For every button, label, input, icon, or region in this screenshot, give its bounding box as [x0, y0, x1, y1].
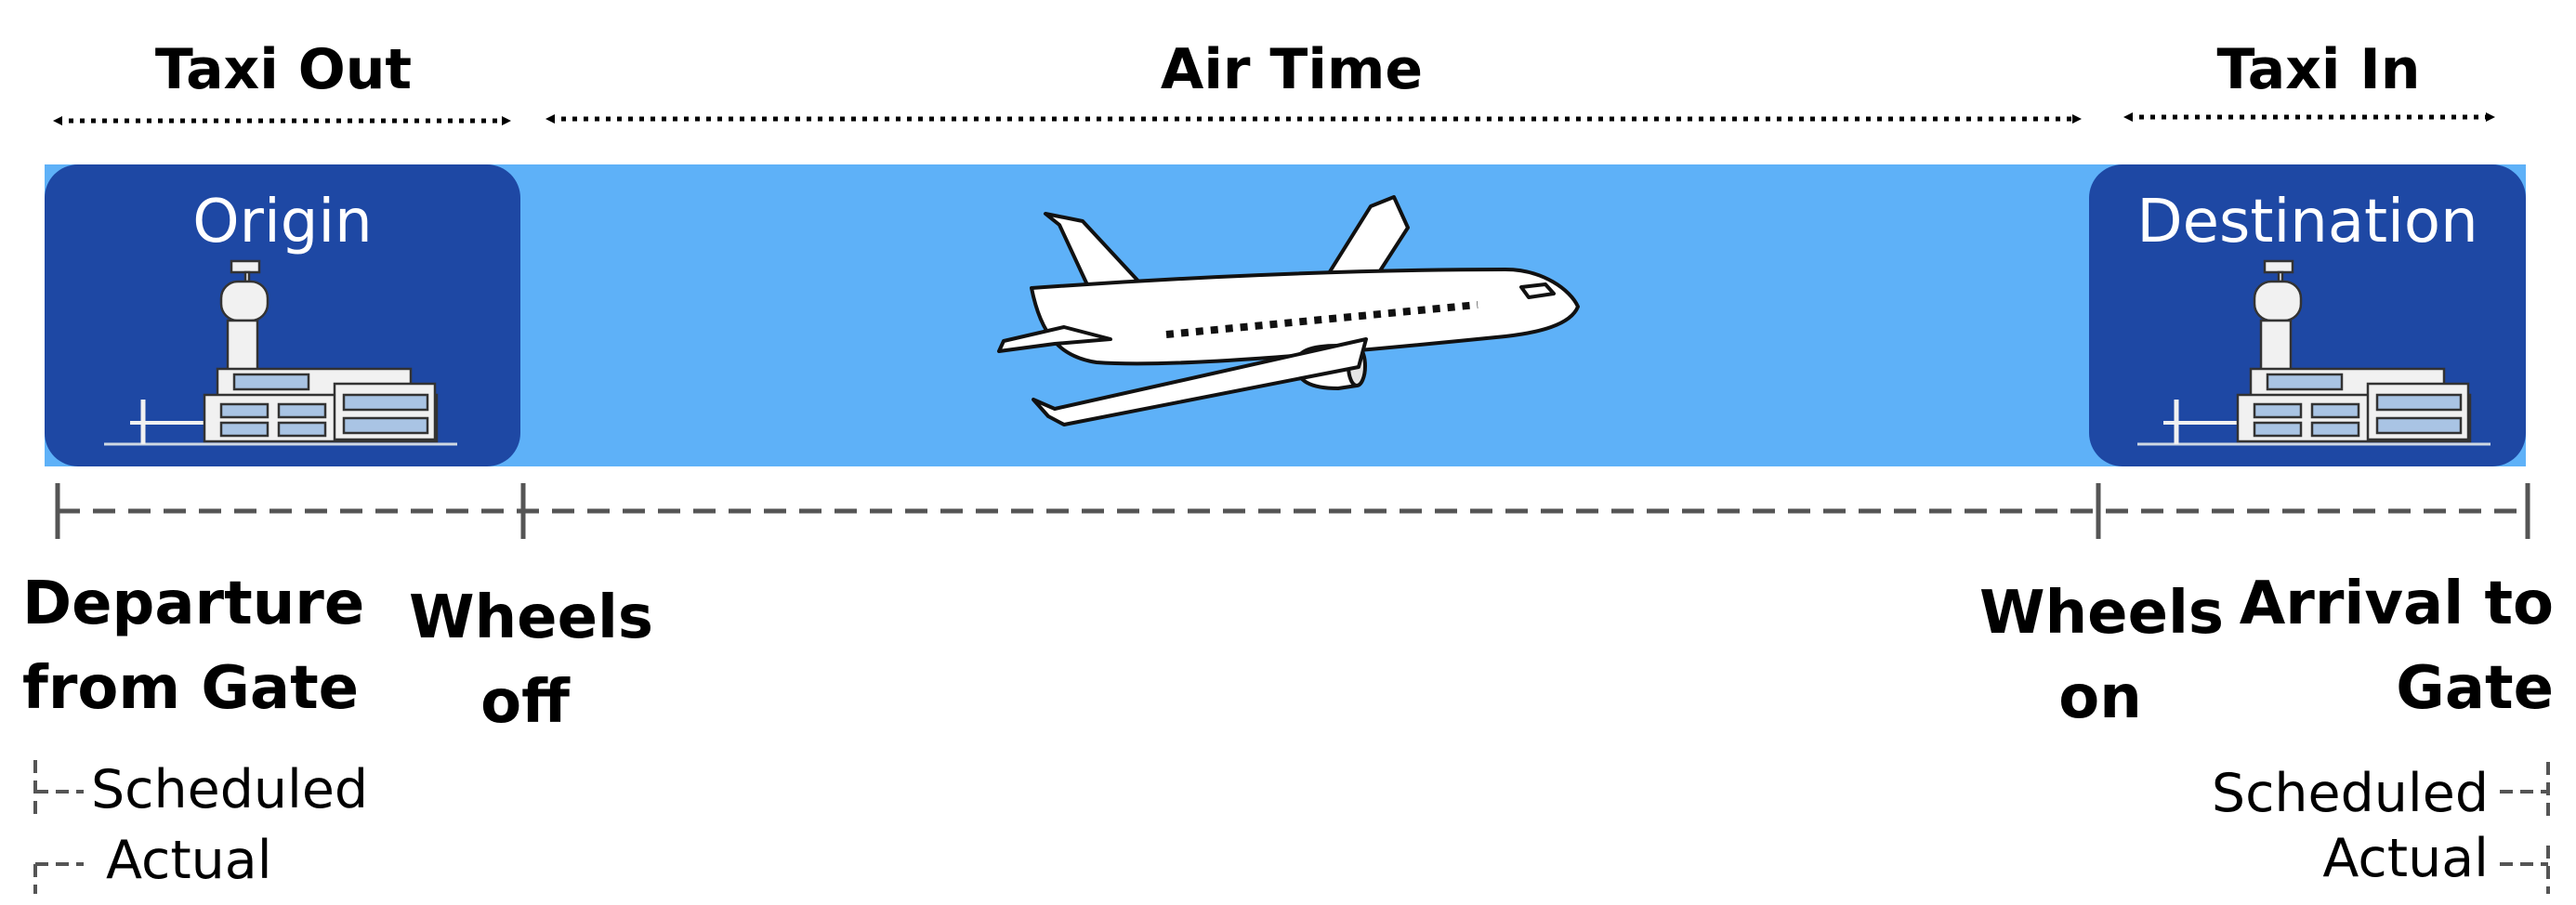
- taxi-out-label: Taxi Out: [154, 37, 413, 102]
- origin-airport-icon: [104, 259, 457, 446]
- legend-left-brackets: [33, 760, 84, 894]
- destination-label: Destination: [2136, 188, 2478, 256]
- legend-right-scheduled: Scheduled: [2211, 763, 2489, 824]
- departure-from-gate-label: Departure from Gate: [22, 570, 365, 723]
- air-time-label: Air Time: [1160, 37, 1424, 102]
- airplane-icon: [997, 195, 1580, 426]
- destination-airport-icon: [2137, 259, 2491, 446]
- origin-label: Origin: [192, 188, 373, 256]
- wheels-on-label: Wheels on: [1979, 579, 2224, 732]
- wheels-off-label: Wheels off: [409, 584, 653, 737]
- legend-left-scheduled: Scheduled: [91, 759, 369, 820]
- legend-right-brackets: [2500, 762, 2550, 894]
- timeline: [55, 483, 2530, 539]
- legend-left-actual: Actual: [106, 830, 272, 891]
- arrival-to-gate-label: Arrival to Gate: [2239, 570, 2554, 723]
- legend-right-actual: Actual: [2322, 828, 2489, 889]
- taxi-in-label: Taxi In: [2216, 37, 2421, 102]
